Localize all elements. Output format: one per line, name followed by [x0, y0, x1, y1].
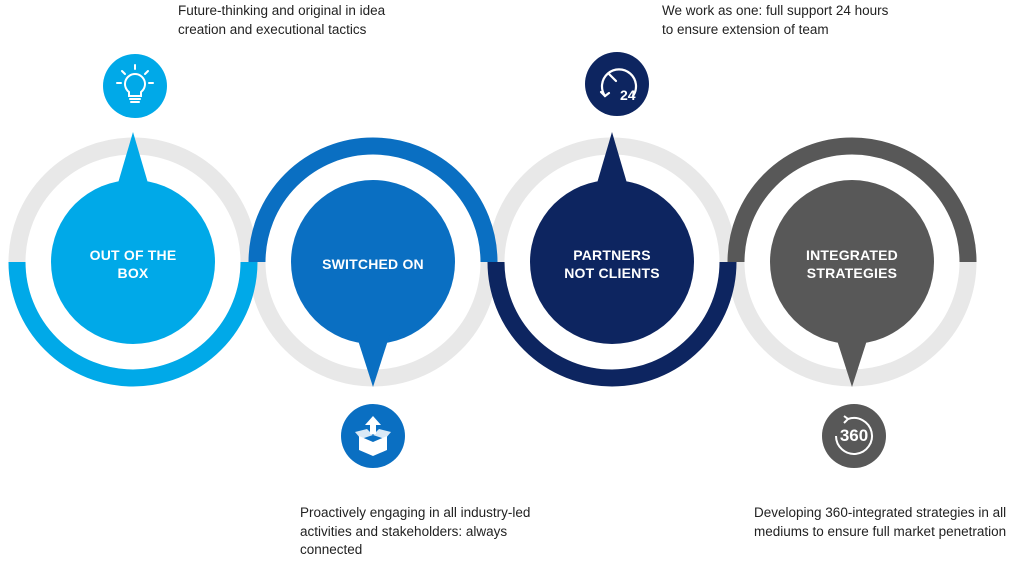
- caption-switched-on: Proactively engaging in all industry-led…: [300, 505, 531, 557]
- step-pointer-switched-on: [356, 334, 390, 387]
- caption-integrated: Developing 360-integrated strategies in …: [754, 505, 1007, 539]
- rotate-360-icon: 360: [822, 404, 886, 468]
- step-label-switched-on: SWITCHED ON: [322, 256, 424, 272]
- ring-arc-integrated: [727, 137, 977, 263]
- clock-24h-label: 24: [620, 87, 636, 103]
- caption-out-of-the-box: Future-thinking and original in idea cre…: [178, 3, 386, 37]
- step-circle-integrated: [770, 180, 934, 344]
- open-box-upload-icon: [341, 404, 405, 468]
- lightbulb-icon: [103, 54, 167, 118]
- ring-arc-switched-on: [248, 137, 498, 263]
- step-circle-switched-on: [291, 180, 455, 344]
- step-label-out-of-the-box: OUT OF THE BOX: [89, 247, 177, 281]
- step-pointer-partners: [595, 132, 629, 190]
- step-label-partners: PARTNERS NOT CLIENTS: [564, 247, 660, 281]
- ring-arc-partners: [487, 261, 737, 387]
- step-pointer-integrated: [835, 334, 869, 387]
- rotate-360-label: 360: [839, 426, 869, 445]
- caption-partners: We work as one: full support 24 hours to…: [662, 3, 889, 37]
- step-pointer-out-of-the-box: [116, 132, 150, 190]
- step-label-integrated: INTEGRATED STRATEGIES: [806, 247, 898, 281]
- ring-arc-out-of-the-box: [8, 261, 258, 387]
- step-circle-out-of-the-box: [51, 180, 215, 344]
- clock-24h-icon: 24: [585, 52, 649, 116]
- step-circle-partners: [530, 180, 694, 344]
